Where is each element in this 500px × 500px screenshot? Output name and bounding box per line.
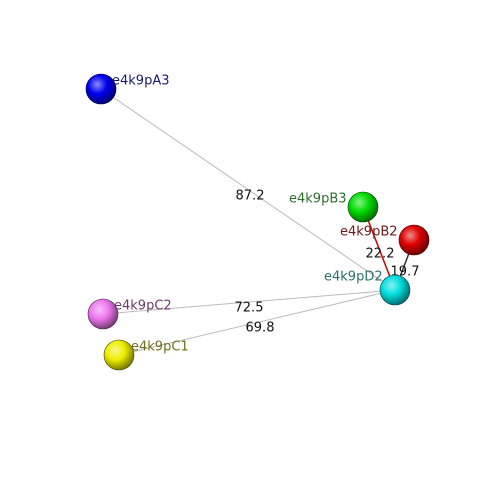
node-a3[interactable]	[85, 73, 117, 105]
edge-a3-d2	[100, 88, 396, 291]
edge-c1-d2	[118, 289, 396, 356]
edge-label-c2-d2: 72.5	[235, 301, 264, 316]
node-label-b2: e4k9pB2	[340, 225, 398, 240]
node-d2[interactable]	[379, 274, 411, 306]
edge-label-c1-d2: 69.8	[246, 321, 275, 336]
node-b2[interactable]	[398, 224, 430, 256]
node-label-d2: e4k9pD2	[324, 270, 383, 285]
node-label-c1: e4k9pC1	[131, 340, 189, 355]
edge-label-a3-d2: 87.2	[236, 189, 265, 204]
nodes-layer	[85, 73, 430, 371]
edge-label-b3-d2: 22.2	[366, 247, 395, 262]
node-label-b3: e4k9pB3	[289, 192, 347, 207]
edge-labels-layer: 87.272.569.822.219.7	[235, 189, 420, 336]
node-label-c2: e4k9pC2	[114, 299, 172, 314]
node-b3[interactable]	[347, 191, 379, 223]
node-labels-layer: e4k9pA3 e4k9pB3 e4k9pB2 e4k9pD2 e4k9pC2 e4k9p…	[112, 74, 398, 355]
node-label-a3: e4k9pA3	[112, 74, 169, 89]
edge-c2-d2	[102, 289, 396, 315]
node-c1[interactable]	[103, 339, 135, 371]
node-c2[interactable]	[87, 298, 119, 330]
